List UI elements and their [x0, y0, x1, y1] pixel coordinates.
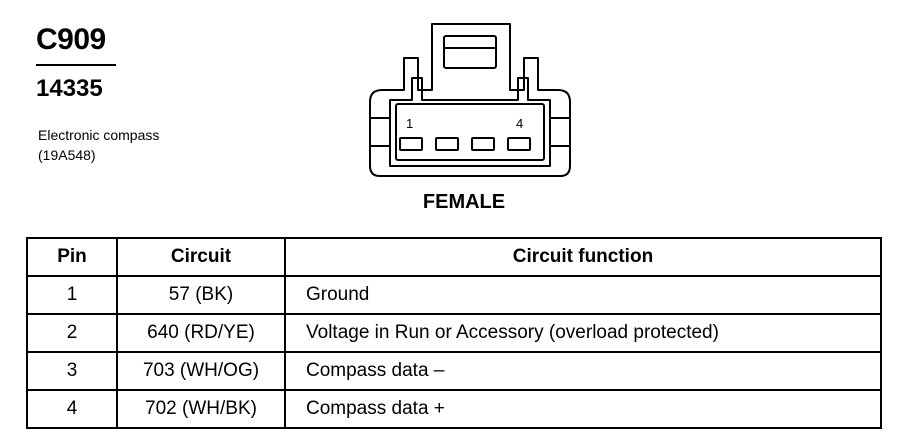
pin-cavity-1: [399, 137, 423, 151]
pin-cavity-3: [471, 137, 495, 151]
pin-cell: 4: [26, 389, 118, 429]
part-number: 14335: [36, 75, 103, 102]
function-cell: Compass data –: [284, 351, 882, 391]
column-header-pin: Pin: [26, 237, 118, 277]
column-header-function: Circuit function: [284, 237, 882, 277]
table-row: 3 703 (WH/OG) Compass data –: [26, 351, 882, 391]
table-row: 2 640 (RD/YE) Voltage in Run or Accessor…: [26, 313, 882, 353]
connector-inner-shell: [389, 77, 551, 167]
connector-latch: [443, 35, 497, 69]
circuit-cell: 702 (WH/BK): [116, 389, 286, 429]
table-row: 4 702 (WH/BK) Compass data +: [26, 389, 882, 429]
connector-gender-label: FEMALE: [422, 191, 506, 213]
connector-face-diagram: 1 4: [369, 23, 571, 177]
component-name: Electronic compass: [38, 127, 160, 143]
table-header-row: Pin Circuit Circuit function: [26, 237, 882, 277]
component-code: (19A548): [38, 147, 96, 163]
function-cell: Ground: [284, 275, 882, 315]
pin-cell: 1: [26, 275, 118, 315]
function-cell: Voltage in Run or Accessory (overload pr…: [284, 313, 882, 353]
circuit-cell: 57 (BK): [116, 275, 286, 315]
pin-label-end: 4: [516, 116, 523, 131]
circuit-cell: 640 (RD/YE): [116, 313, 286, 353]
table-row: 1 57 (BK) Ground: [26, 275, 882, 315]
function-cell: Compass data +: [284, 389, 882, 429]
pin-cavity-2: [435, 137, 459, 151]
pin-cell: 2: [26, 313, 118, 353]
pin-label-start: 1: [406, 116, 413, 131]
connector-id: C909: [36, 23, 106, 56]
pin-cavity-4: [507, 137, 531, 151]
column-header-circuit: Circuit: [116, 237, 286, 277]
circuit-cell: 703 (WH/OG): [116, 351, 286, 391]
pinout-table: Pin Circuit Circuit function 1 57 (BK) G…: [26, 237, 882, 429]
connector-id-underline: [36, 64, 116, 66]
pin-cell: 3: [26, 351, 118, 391]
connector-pin-face: [395, 103, 545, 161]
connector-outer-shell: [369, 23, 571, 177]
